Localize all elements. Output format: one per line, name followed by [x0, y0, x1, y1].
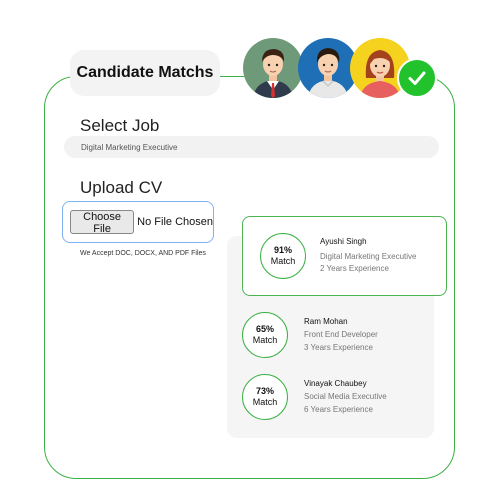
- candidate-role: Front End Developer: [304, 330, 378, 339]
- match-percent: 73%: [255, 385, 274, 396]
- man-avatar-icon: [243, 38, 303, 98]
- page-title: Candidate Matchs: [70, 50, 220, 96]
- match-label: Match: [252, 335, 278, 345]
- candidate-name: Ram Mohan: [304, 317, 348, 326]
- candidate-role: Social Media Executive: [304, 392, 387, 401]
- avatar-woman-yellow: [350, 38, 410, 98]
- candidate-experience: 6 Years Experience: [304, 405, 373, 414]
- match-score-circle: 91% Match: [260, 233, 306, 279]
- candidate-card[interactable]: 91% Match Ayushi Singh Digital Marketing…: [242, 216, 447, 296]
- candidate-name: Ayushi Singh: [320, 237, 367, 246]
- match-score-circle: 73% Match: [242, 374, 288, 420]
- match-percent: 65%: [255, 323, 274, 334]
- job-select-field[interactable]: Digital Marketing Executive: [64, 136, 439, 158]
- check-badge: [397, 58, 437, 98]
- candidate-name: Vinayak Chaubey: [304, 379, 367, 388]
- file-input[interactable]: Choose File No File Chosen: [62, 201, 214, 243]
- man-avatar-icon: [298, 38, 358, 98]
- select-job-label: Select Job: [80, 116, 160, 135]
- file-types-note: We Accept DOC, DOCX, AND PDF Files: [80, 250, 206, 257]
- candidate-role: Digital Marketing Executive: [320, 252, 417, 261]
- match-label: Match: [270, 256, 296, 266]
- job-select-value: Digital Marketing Executive: [81, 142, 178, 152]
- checkmark-icon: [408, 71, 426, 85]
- candidate-card[interactable]: 65% Match Ram Mohan Front End Developer …: [242, 310, 432, 362]
- candidate-experience: 3 Years Experience: [304, 343, 373, 352]
- avatar-man-blue: [298, 38, 358, 98]
- match-score-circle: 65% Match: [242, 312, 288, 358]
- match-percent: 91%: [273, 244, 292, 255]
- woman-avatar-icon: [350, 38, 410, 98]
- match-label: Match: [252, 397, 278, 407]
- avatar-man-green: [243, 38, 303, 98]
- candidate-card[interactable]: 73% Match Vinayak Chaubey Social Media E…: [242, 372, 432, 424]
- choose-file-button[interactable]: Choose File: [70, 210, 135, 235]
- upload-cv-label: Upload CV: [80, 178, 163, 197]
- file-status-text: No File Chosen: [137, 216, 213, 228]
- candidate-experience: 2 Years Experience: [320, 264, 389, 273]
- page-title-text: Candidate Matchs: [76, 64, 214, 81]
